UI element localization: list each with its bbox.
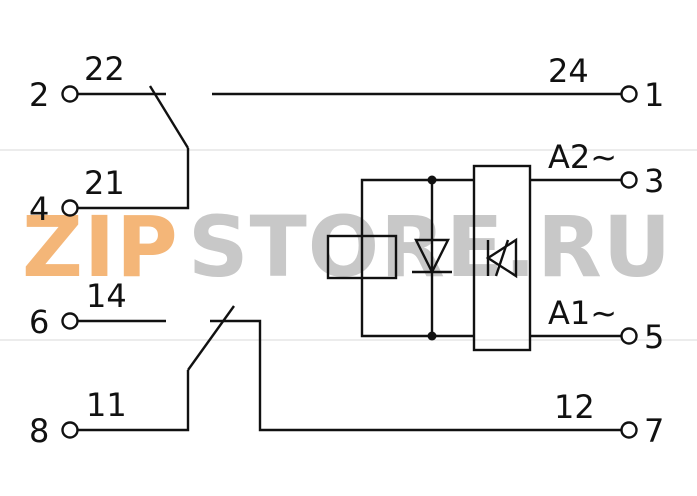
label-pin-7: 7 <box>644 412 664 450</box>
wire-pin4 <box>78 148 190 210</box>
terminals <box>61 85 638 439</box>
rectifier-module <box>472 164 532 352</box>
watermark: ZIP STORE.RU <box>0 149 697 341</box>
wire-pin8 <box>78 370 190 432</box>
diode-icon <box>412 238 452 275</box>
label-pin-3: 3 <box>644 162 664 200</box>
terminal-pin1 <box>620 85 638 103</box>
label-contact-11: 11 <box>86 386 127 424</box>
watermark-right: STORE.RU <box>188 198 672 296</box>
label-contact-12: 12 <box>554 388 595 426</box>
label-pin-1: 1 <box>644 76 664 114</box>
labels: 2 4 6 8 1 3 5 7 22 21 14 11 24 12 A2~ A1… <box>29 50 664 450</box>
label-contact-22: 22 <box>84 50 125 88</box>
terminal-pin3 <box>620 171 638 189</box>
wires <box>78 85 622 432</box>
junction-bottom <box>427 331 437 341</box>
label-contact-21: 21 <box>84 164 125 202</box>
coil-symbol <box>326 234 398 280</box>
coil-loop <box>360 178 474 338</box>
watermark-left: ZIP <box>22 198 179 296</box>
wire-pin7 <box>210 319 622 432</box>
label-pin-2: 2 <box>29 76 49 114</box>
label-coil-a2: A2~ <box>548 138 617 176</box>
label-pin-4: 4 <box>29 190 49 228</box>
label-pin-5: 5 <box>644 318 664 356</box>
label-pin-8: 8 <box>29 412 49 450</box>
terminal-pin6 <box>61 312 79 330</box>
label-contact-24: 24 <box>548 52 589 90</box>
terminal-pin7 <box>620 421 638 439</box>
terminal-pin5 <box>620 327 638 345</box>
terminal-pin8 <box>61 421 79 439</box>
switch-blade-top <box>148 85 190 149</box>
switch-blade-bottom <box>187 305 235 371</box>
terminal-pin2 <box>61 85 79 103</box>
label-contact-14: 14 <box>86 277 127 315</box>
terminal-pin4 <box>61 199 79 217</box>
label-pin-6: 6 <box>29 303 49 341</box>
junction-top <box>427 175 437 185</box>
label-coil-a1: A1~ <box>548 294 617 332</box>
